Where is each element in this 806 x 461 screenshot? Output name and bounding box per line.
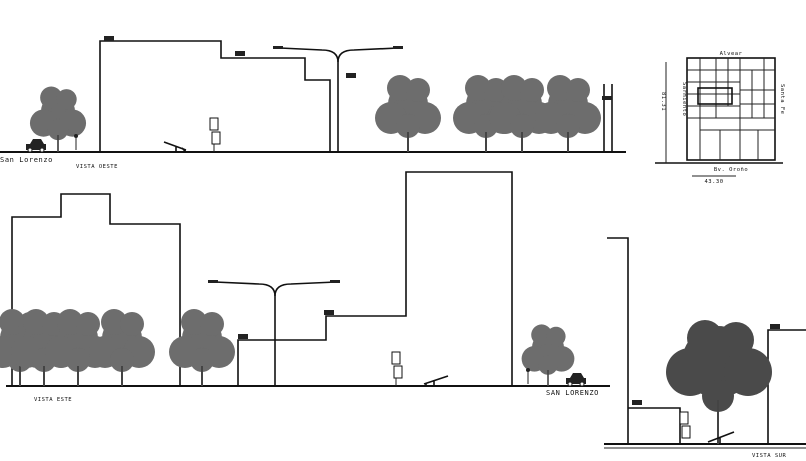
roof-unit <box>324 310 334 315</box>
dimension-left: 81.31 <box>660 92 666 111</box>
roof-unit <box>238 334 248 339</box>
street-santa-fe: Santa Fe <box>779 84 785 115</box>
building-outline-east-right <box>237 171 513 386</box>
bench <box>707 431 735 444</box>
roof-unit <box>770 324 780 329</box>
street-label-san-lorenzo-bottom: SAN LORENZO <box>546 389 599 397</box>
tree <box>520 323 576 387</box>
lot-subdivision-lines <box>687 58 775 160</box>
bench <box>163 141 187 153</box>
building-right-south <box>767 329 806 444</box>
building-outline-east-left <box>11 193 181 386</box>
tree <box>374 74 442 153</box>
elevation-east: VISTA ESTE SAN LORENZO <box>0 171 610 403</box>
car <box>25 138 47 153</box>
roof-unit <box>104 36 114 41</box>
street-label-san-lorenzo: San Lorenzo <box>0 156 53 164</box>
roof-unit <box>346 73 356 78</box>
signage-panels <box>209 117 221 152</box>
signage-panels <box>391 351 403 386</box>
street-lamp <box>208 280 340 386</box>
view-label-south: VISTA SUR <box>752 453 786 459</box>
tree <box>534 74 602 153</box>
street-sarmiento: Sarmiento <box>681 82 687 116</box>
building-outline-west <box>99 40 331 152</box>
view-label-west: VISTA OESTE <box>76 164 118 170</box>
signage-panels <box>679 411 691 439</box>
site-plan: Alvear Santa Fe Bv. Oroño Sarmiento 81.3… <box>655 51 785 185</box>
building-edge-south <box>607 237 629 444</box>
block-outline <box>686 57 776 161</box>
large-tree <box>666 320 772 444</box>
project-lot <box>697 87 733 105</box>
bench <box>423 375 449 386</box>
person <box>526 368 530 384</box>
pole-fixture <box>602 96 612 100</box>
view-label-east: VISTA ESTE <box>34 397 72 403</box>
dimension-bottom: 43.30 <box>704 179 723 185</box>
low-wall <box>628 407 681 444</box>
elevation-west: San Lorenzo VISTA OESTE <box>0 36 626 170</box>
elevation-south: VISTA SUR <box>604 237 806 459</box>
street-alvear: Alvear <box>720 51 743 57</box>
street-lamp <box>273 46 403 152</box>
tree <box>168 308 236 387</box>
roof-unit <box>235 51 245 56</box>
car <box>565 372 587 387</box>
person <box>74 134 78 150</box>
roof-unit <box>632 400 642 405</box>
street-bv-orono: Bv. Oroño <box>714 167 748 173</box>
